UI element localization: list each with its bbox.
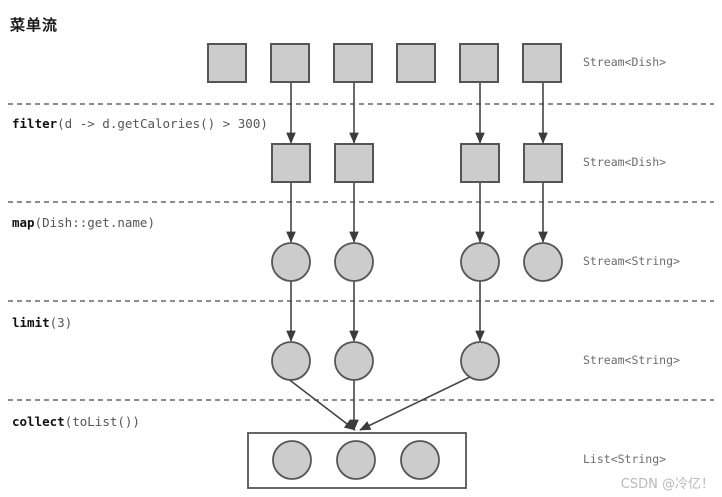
operation-label-limit: limit(3) [12,315,72,330]
operation-name-collect: collect [12,414,65,429]
dish-square-source-2 [333,43,373,83]
dish-square-after-filter-2 [460,143,500,183]
operation-label-collect: collect(toList()) [12,414,140,429]
operation-label-map: map(Dish::get.name) [12,215,155,230]
string-circle-result-list-2 [400,440,440,480]
arrow-limit-to-collect-2 [359,375,473,431]
operation-args-limit: (3) [49,315,73,330]
operation-label-filter: filter(d -> d.getCalories() > 300) [12,116,268,131]
operation-name-limit: limit [12,315,50,330]
string-circle-result-list-1 [336,440,376,480]
dish-square-source-0 [207,43,247,83]
string-circle-after-map-3 [523,242,563,282]
watermark: CSDN @冷亿！ [620,477,714,492]
stage-dividers [8,103,714,401]
stream-elements [207,43,563,489]
operation-args-collect: (toList()) [64,414,140,429]
arrow-limit-to-collect-0 [286,377,356,431]
operation-args-filter: (d -> d.getCalories() > 300) [57,116,268,131]
string-circle-after-map-2 [460,242,500,282]
dish-square-after-filter-3 [523,143,563,183]
type-label-2: Stream<String> [583,254,680,268]
type-label-1: Stream<Dish> [583,155,667,169]
string-circle-after-limit-2 [460,341,500,381]
type-label-4: List<String> [583,452,667,466]
operation-name-filter: filter [12,116,58,131]
string-circle-after-map-1 [334,242,374,282]
flow-arrows [286,82,548,431]
string-circle-after-map-0 [271,242,311,282]
operation-name-map: map [12,215,35,230]
dish-square-after-filter-1 [334,143,374,183]
type-label-3: Stream<String> [583,353,680,367]
string-circle-result-list-0 [272,440,312,480]
dish-square-source-3 [396,43,436,83]
dish-square-after-filter-0 [271,143,311,183]
string-circle-after-limit-1 [334,341,374,381]
page-title: 菜单流 [10,16,59,34]
dish-square-source-4 [459,43,499,83]
string-circle-after-limit-0 [271,341,311,381]
dish-square-source-5 [522,43,562,83]
type-label-0: Stream<Dish> [583,55,667,69]
operation-args-map: (Dish::get.name) [34,215,155,230]
dish-square-source-1 [270,43,310,83]
